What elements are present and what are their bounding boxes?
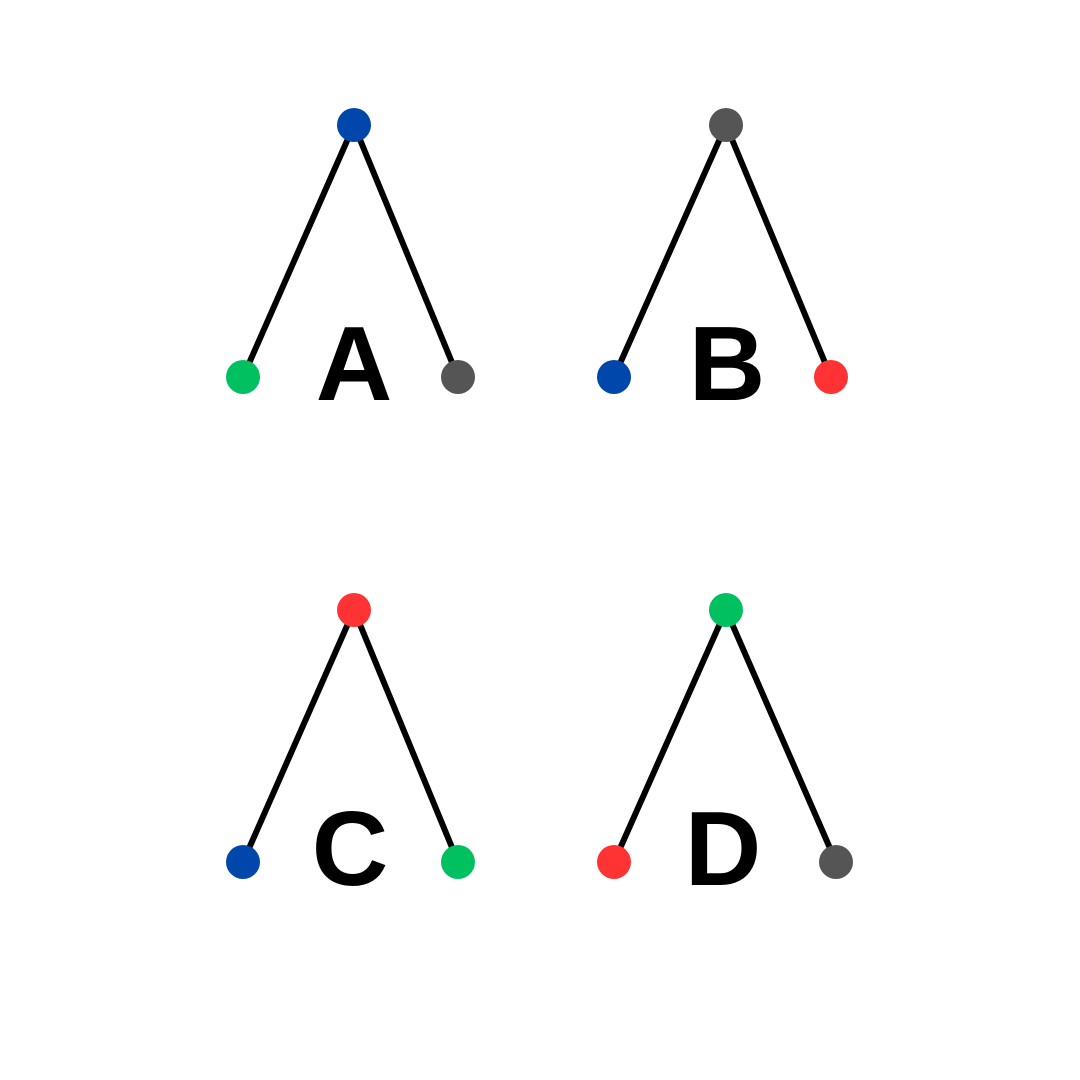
tree-c-left-node <box>226 845 260 879</box>
tree-d-edge-left <box>611 607 729 865</box>
tree-a-edge-right <box>351 122 461 380</box>
tree-b-right-node <box>814 360 848 394</box>
tree-c-label: C <box>312 790 389 908</box>
tree-d-left-node <box>597 845 631 879</box>
tree-d-root-node <box>709 593 743 627</box>
tree-d-right-node <box>819 845 853 879</box>
tree-c-right-node <box>441 845 475 879</box>
tree-a-left-node <box>226 360 260 394</box>
tree-b-edge-left <box>611 122 729 380</box>
tree-b-root-node <box>709 108 743 142</box>
tree-d: D <box>597 593 853 908</box>
tree-b-left-node <box>597 360 631 394</box>
tree-c-edge-right <box>351 607 461 865</box>
tree-c-edge-left <box>240 607 357 865</box>
tree-b: B <box>597 108 848 423</box>
tree-b-label: B <box>689 305 766 423</box>
tree-a-label: A <box>316 305 393 423</box>
tree-a: A <box>226 108 475 423</box>
tree-a-edge-left <box>240 122 357 380</box>
tree-d-label: D <box>685 790 762 908</box>
tree-c-root-node <box>337 593 371 627</box>
tree-a-right-node <box>441 360 475 394</box>
tree-a-root-node <box>337 108 371 142</box>
tree-d-edge-right <box>723 607 839 865</box>
tree-b-edge-right <box>723 122 834 380</box>
tree-c: C <box>226 593 475 908</box>
